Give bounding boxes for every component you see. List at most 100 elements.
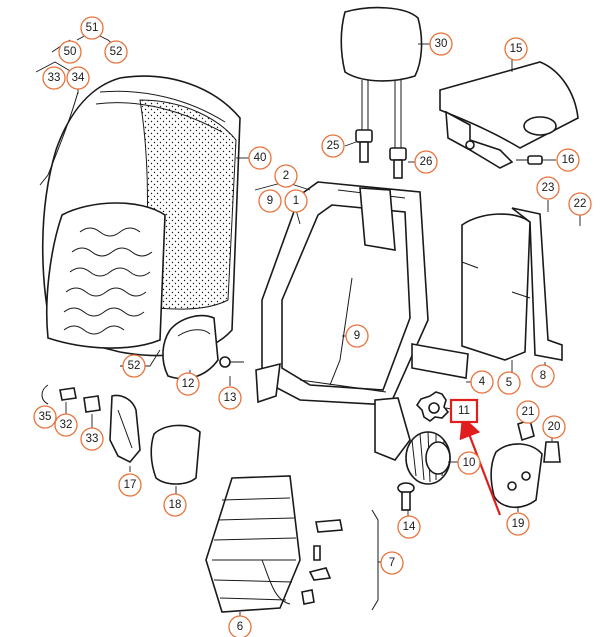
callout-15[interactable]: 15 — [504, 37, 528, 61]
callout-2[interactable]: 2 — [274, 164, 298, 188]
callout-14[interactable]: 14 — [397, 515, 421, 539]
callout-ring — [218, 386, 242, 410]
callout-10[interactable]: 10 — [457, 451, 481, 475]
callout-30[interactable]: 30 — [429, 32, 453, 56]
callout-label: 32 — [60, 419, 73, 431]
callout-ring — [542, 415, 566, 439]
callout-ring — [54, 413, 78, 437]
callout-34[interactable]: 34 — [66, 66, 90, 90]
back-panel-5 — [461, 213, 531, 361]
callout-label: 14 — [403, 521, 416, 533]
callout-label: 26 — [420, 156, 433, 168]
callout-23[interactable]: 23 — [536, 176, 560, 200]
callout-label: 2 — [283, 170, 289, 182]
callout-52a[interactable]: 52 — [104, 40, 128, 64]
callout-label: 23 — [542, 182, 555, 194]
callout-22[interactable]: 22 — [568, 192, 592, 216]
callout-ring — [176, 372, 200, 396]
callout-11-label: 11 — [458, 405, 470, 417]
callout-ring — [228, 615, 252, 637]
callout-label: 20 — [548, 421, 561, 433]
callout-40[interactable]: 40 — [248, 146, 272, 170]
callout-label: 34 — [72, 72, 85, 84]
highlight-arrow — [459, 415, 502, 516]
callout-ring — [122, 354, 146, 378]
callout-8[interactable]: 8 — [531, 364, 555, 388]
callout-label: 15 — [510, 43, 523, 55]
callout-label: 35 — [39, 411, 52, 423]
callout-ring — [397, 515, 421, 539]
callout-11-highlight[interactable]: 11 — [449, 398, 479, 424]
callout-13[interactable]: 13 — [218, 386, 242, 410]
callout-35[interactable]: 35 — [33, 405, 57, 429]
callout-ring — [531, 364, 555, 388]
callout-ring — [258, 189, 282, 213]
callout-ring — [118, 473, 142, 497]
callout-ring — [104, 40, 128, 64]
callout-ring — [568, 192, 592, 216]
callout-ring — [80, 427, 104, 451]
callout-label: 10 — [463, 457, 476, 469]
lumbar-mat-6 — [205, 475, 301, 613]
callout-label: 51 — [86, 22, 99, 34]
seat-frame — [255, 181, 429, 461]
callout-label: 1 — [293, 195, 299, 207]
callout-ring — [66, 66, 90, 90]
callout-19[interactable]: 19 — [506, 512, 530, 536]
callout-17[interactable]: 17 — [118, 473, 142, 497]
callout-label: 12 — [182, 378, 195, 390]
callout-label: 8 — [540, 370, 546, 382]
callout-label: 52 — [110, 46, 123, 58]
callout-16[interactable]: 16 — [556, 148, 580, 172]
callout-ring — [380, 551, 404, 575]
callout-5[interactable]: 5 — [497, 371, 521, 395]
callout-50[interactable]: 50 — [58, 40, 82, 64]
callout-label: 17 — [124, 479, 137, 491]
callout-ring — [429, 32, 453, 56]
callout-1[interactable]: 1 — [284, 189, 308, 213]
callout-ring — [457, 451, 481, 475]
callout-21[interactable]: 21 — [516, 400, 540, 424]
bolt-16 — [516, 155, 543, 165]
callout-label: 9 — [354, 330, 360, 342]
callout-25[interactable]: 25 — [321, 134, 345, 158]
callout-26[interactable]: 26 — [414, 150, 438, 174]
callout-33a[interactable]: 33 — [42, 66, 66, 90]
cable-6 — [261, 559, 291, 605]
callout-20[interactable]: 20 — [542, 415, 566, 439]
callout-label: 19 — [512, 518, 525, 530]
clip-32 — [59, 387, 77, 401]
callout-ring — [42, 66, 66, 90]
callout-6[interactable]: 6 — [228, 615, 252, 637]
callout-ring — [163, 493, 187, 517]
callout-9b[interactable]: 9 — [345, 324, 369, 348]
spring-9 — [329, 277, 353, 386]
callout-ring — [516, 400, 540, 424]
knob-10 — [405, 431, 451, 485]
callout-7[interactable]: 7 — [380, 551, 404, 575]
callout-4[interactable]: 4 — [470, 370, 494, 394]
callout-label: 4 — [479, 376, 486, 388]
lumbar-parts-7 — [301, 509, 379, 611]
back-panel-8 — [511, 207, 563, 361]
callout-12[interactable]: 12 — [176, 372, 200, 396]
callout-ring — [274, 164, 298, 188]
screw-13 — [219, 356, 244, 368]
callout-18[interactable]: 18 — [163, 493, 187, 517]
callout-52b[interactable]: 52 — [122, 354, 146, 378]
callout-33b[interactable]: 33 — [80, 427, 104, 451]
callout-32[interactable]: 32 — [54, 413, 78, 437]
callout-9a[interactable]: 9 — [258, 189, 282, 213]
callout-label: 33 — [86, 433, 99, 445]
callout-label: 50 — [64, 46, 77, 58]
headrest-guide-left — [355, 129, 373, 163]
armrest — [439, 61, 579, 169]
wire-rod — [39, 91, 79, 186]
callout-ring — [248, 146, 272, 170]
headrest — [340, 6, 423, 160]
back-panel-4 — [411, 343, 469, 379]
callout-51[interactable]: 51 — [80, 16, 104, 40]
